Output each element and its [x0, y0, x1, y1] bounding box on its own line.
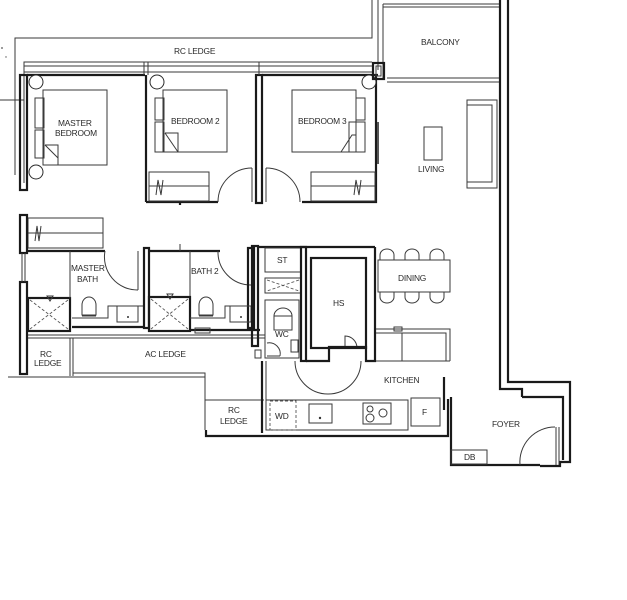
bedroom-2: BEDROOM 2	[143, 62, 253, 205]
foyer: DB FOYER	[449, 397, 560, 467]
st-label: ST	[277, 255, 287, 265]
hs-label: HS	[333, 298, 345, 308]
balcony-label: BALCONY	[421, 37, 460, 47]
kitchen-island	[376, 326, 451, 362]
bedroom-3-label: BEDROOM 3	[298, 116, 347, 126]
ac-ledge-label: AC LEDGE	[145, 349, 186, 359]
pillar	[371, 61, 386, 81]
master-bath: MASTER BATH	[18, 213, 151, 376]
master-bath-label-2: BATH	[77, 274, 98, 284]
dining-label: DINING	[398, 273, 426, 283]
wd-label: WD	[275, 411, 289, 421]
bedroom-3: BEDROOM 3	[262, 73, 379, 204]
wc-label: WC	[275, 329, 289, 339]
rc-ledge-left-label-1: RC	[40, 349, 52, 359]
rc-ledge-left-label-2: LEDGE	[34, 358, 62, 368]
master-bedroom: MASTER BEDROOM	[18, 73, 145, 249]
bath-2-label: BATH 2	[191, 266, 219, 276]
mark	[5, 56, 7, 58]
service-core: ST WC HS	[250, 244, 377, 395]
bedroom-2-label: BEDROOM 2	[171, 116, 220, 126]
kitchen-label: KITCHEN	[384, 375, 420, 385]
bath-2: BATH 2	[147, 244, 260, 334]
f-label: F	[422, 407, 427, 417]
living: LIVING	[418, 99, 498, 189]
partition-bed2-bed3	[254, 73, 264, 205]
master-bedroom-label-2: BEDROOM	[55, 128, 97, 138]
dining: DINING	[377, 248, 451, 304]
living-label: LIVING	[418, 164, 444, 174]
mark	[1, 47, 3, 49]
exterior-wall-right	[498, 0, 572, 468]
db-label: DB	[464, 452, 476, 462]
ac-ledge-area: RC LEDGE AC LEDGE RC LEDGE	[8, 334, 265, 430]
rc-ledge-bottom-label-2: LEDGE	[220, 416, 248, 426]
rc-ledge-top: RC LEDGE	[0, 0, 373, 183]
rc-ledge-bottom-label-1: RC	[228, 405, 240, 415]
master-bath-label-1: MASTER	[71, 263, 105, 273]
kitchen: KITCHEN WD F	[204, 361, 450, 438]
rc-ledge-top-label: RC LEDGE	[174, 46, 216, 56]
foyer-label: FOYER	[492, 419, 520, 429]
balcony: BALCONY	[377, 0, 500, 83]
master-bedroom-label-1: MASTER	[58, 118, 92, 128]
